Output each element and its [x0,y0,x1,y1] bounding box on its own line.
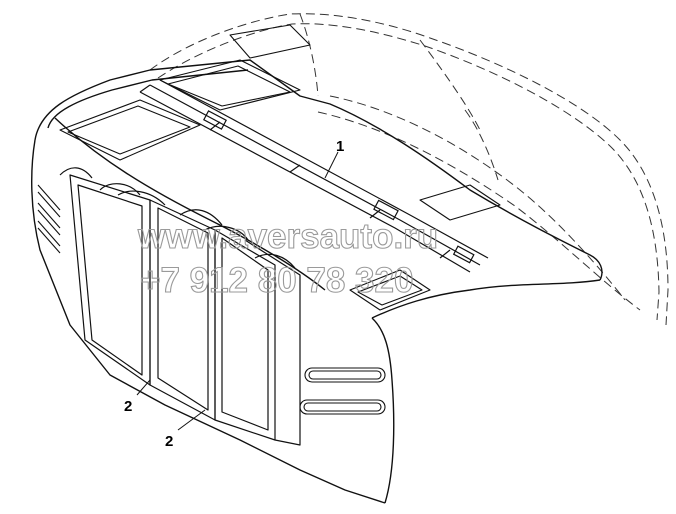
cab-shell-outline [31,59,603,504]
leader-lines [136,151,339,431]
callout-2a: 2 [124,398,132,415]
roof-top-panels [59,24,501,311]
roof-center-rail [139,79,489,273]
watermark-phone: +7 912 80 78 320 [140,261,413,300]
side-vents-left [37,184,61,254]
callout-1: 1 [336,138,344,155]
ribbed-side-panels [59,167,301,446]
watermark-url: www.aversauto.ru [137,217,438,256]
callout-2b: 2 [165,433,173,450]
cab-phantom-outline [149,13,669,326]
side-vents-right [299,367,386,415]
